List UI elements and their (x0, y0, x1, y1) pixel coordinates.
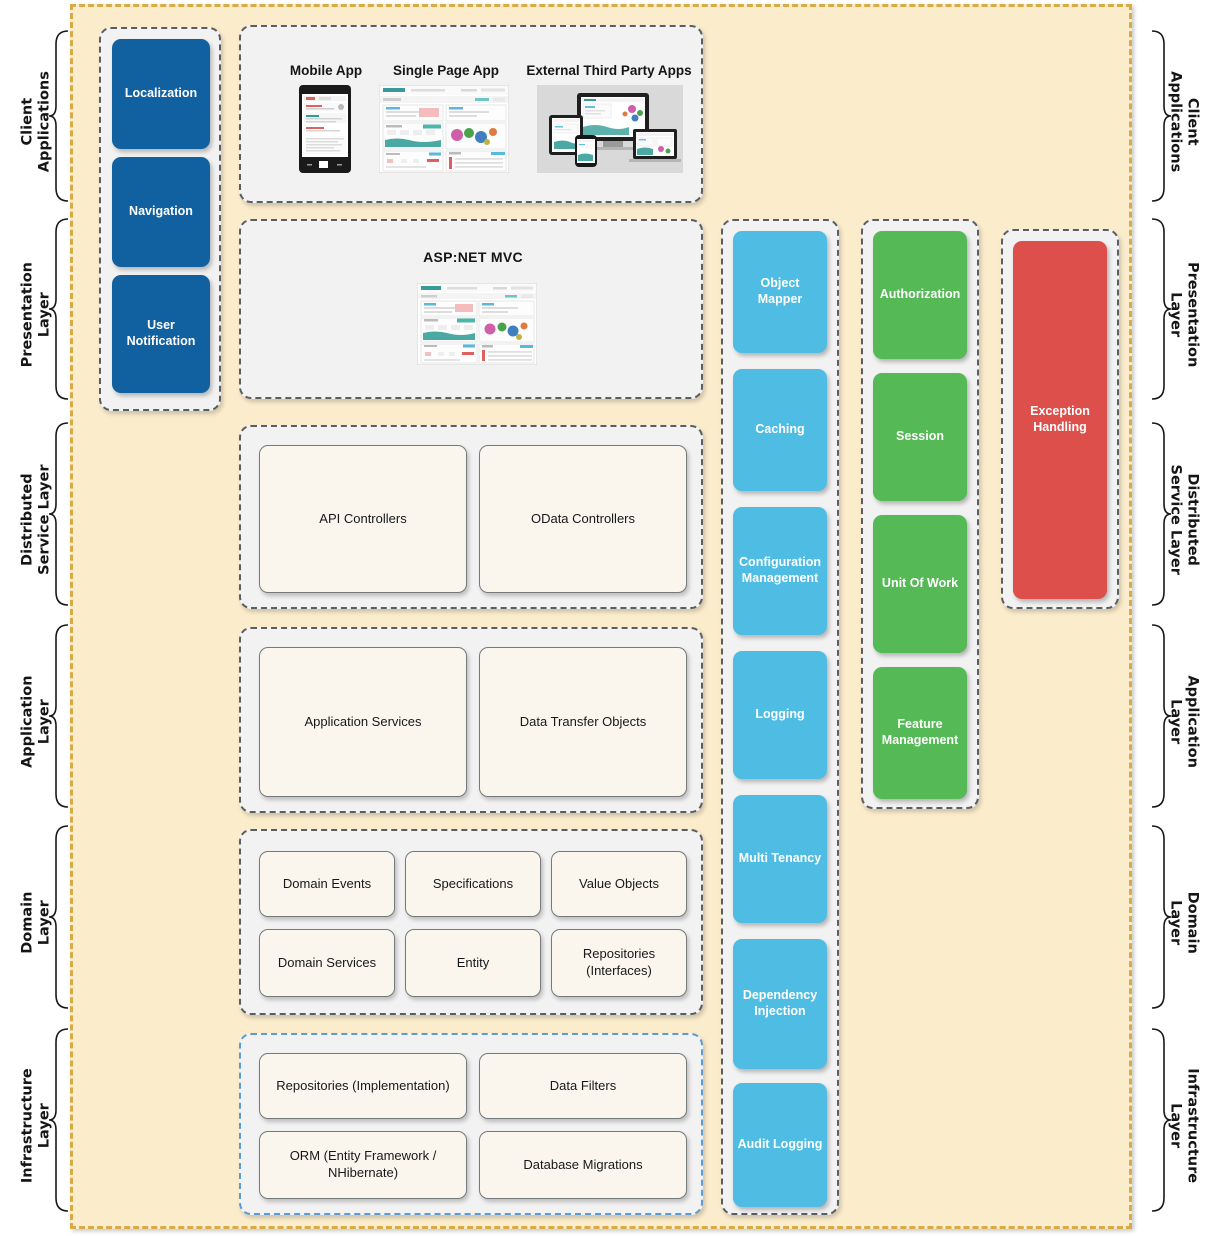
tile-object-mapper[interactable]: Object Mapper (733, 231, 827, 353)
left-brace-presentation-layer (48, 218, 69, 400)
tile-repositories-interfaces[interactable]: Repositories (Interfaces) (551, 929, 687, 997)
tile-domain-events[interactable]: Domain Events (259, 851, 395, 917)
presentation-layer-group: ASP:NET MVC (239, 219, 703, 399)
right-layer-label-distributed-service-layer: Distributed Service Layer (1168, 464, 1201, 575)
domain-layer-group: Domain Events Specifications Value Objec… (239, 829, 703, 1015)
left-layer-label-presentation-layer: Presentation Layer (19, 262, 52, 368)
tile-data-transfer-objects[interactable]: Data Transfer Objects (479, 647, 687, 797)
right-layer-label-application-layer: Application Layer (1168, 675, 1201, 768)
application-layer-group: Application Services Data Transfer Objec… (239, 627, 703, 813)
right-brace-domain-layer (1151, 825, 1172, 1009)
left-layer-label-domain-layer: Domain Layer (19, 891, 52, 954)
tile-application-services[interactable]: Application Services (259, 647, 467, 797)
left-layer-label-client-applications: Client Applications (19, 71, 52, 173)
left-brace-distributed-service-layer (48, 422, 69, 606)
client-app-label-external-third-party-apps: External Third Party Apps (526, 63, 692, 78)
tile-specifications[interactable]: Specifications (405, 851, 541, 917)
left-layer-label-infrastructure-layer: Infrastructure Layer (19, 1068, 52, 1184)
tile-orm[interactable]: ORM (Entity Framework / NHibernate) (259, 1131, 467, 1199)
tile-database-migrations[interactable]: Database Migrations (479, 1131, 687, 1199)
right-brace-application-layer (1151, 624, 1172, 808)
tile-repositories-implementation[interactable]: Repositories (Implementation) (259, 1053, 467, 1119)
infrastructure-layer-group: Repositories (Implementation) Data Filte… (239, 1033, 703, 1215)
client-applications-group: Mobile App (239, 25, 703, 203)
external-third-party-apps-screenshot (537, 85, 683, 173)
right-layer-label-infrastructure-layer: Infrastructure Layer (1168, 1068, 1201, 1184)
right-brace-client-applications (1151, 30, 1172, 202)
tile-feature-management[interactable]: Feature Management (873, 667, 967, 799)
tile-api-controllers[interactable]: API Controllers (259, 445, 467, 593)
tile-exception-handling[interactable]: Exception Handling (1013, 241, 1107, 599)
tile-value-objects[interactable]: Value Objects (551, 851, 687, 917)
tile-logging[interactable]: Logging (733, 651, 827, 779)
tile-multi-tenancy[interactable]: Multi Tenancy (733, 795, 827, 923)
aspnet-mvc-screenshot (417, 283, 537, 365)
left-layer-label-application-layer: Application Layer (19, 675, 52, 768)
navy-column-group: Localization Navigation User Notificatio… (99, 27, 221, 411)
green-column-group: Authorization Session Unit Of Work Featu… (861, 219, 979, 809)
presentation-layer-title: ASP:NET MVC (423, 249, 523, 265)
left-brace-client-applications (48, 30, 69, 202)
tile-odata-controllers[interactable]: OData Controllers (479, 445, 687, 593)
tile-caching[interactable]: Caching (733, 369, 827, 491)
tile-session[interactable]: Session (873, 373, 967, 501)
left-brace-application-layer (48, 624, 69, 808)
left-brace-infrastructure-layer (48, 1028, 69, 1212)
red-column-group: Exception Handling (1001, 229, 1119, 609)
right-brace-infrastructure-layer (1151, 1028, 1172, 1212)
tile-dependency-injection[interactable]: Dependency Injection (733, 939, 827, 1069)
tile-data-filters[interactable]: Data Filters (479, 1053, 687, 1119)
tile-user-notification[interactable]: User Notification (112, 275, 210, 393)
right-layer-label-domain-layer: Domain Layer (1168, 891, 1201, 954)
single-page-app-screenshot (379, 85, 509, 173)
tile-localization[interactable]: Localization (112, 39, 210, 149)
tile-audit-logging[interactable]: Audit Logging (733, 1083, 827, 1207)
tile-domain-services[interactable]: Domain Services (259, 929, 395, 997)
right-layer-label-presentation-layer: Presentation Layer (1168, 262, 1201, 368)
cyan-column-group: Object Mapper Caching Configuration Mana… (721, 219, 839, 1215)
tile-authorization[interactable]: Authorization (873, 231, 967, 359)
left-brace-domain-layer (48, 825, 69, 1009)
right-brace-presentation-layer (1151, 218, 1172, 400)
left-layer-label-distributed-service-layer: Distributed Service Layer (19, 464, 52, 575)
mobile-app-screenshot (299, 85, 351, 173)
diagram-canvas: Localization Navigation User Notificatio… (70, 4, 1132, 1229)
distributed-service-layer-group: API Controllers OData Controllers (239, 425, 703, 609)
client-app-label-single-page-app: Single Page App (392, 63, 500, 78)
tile-entity[interactable]: Entity (405, 929, 541, 997)
tile-configuration-management[interactable]: Configuration Management (733, 507, 827, 635)
right-brace-distributed-service-layer (1151, 422, 1172, 606)
client-app-label-mobile-app: Mobile App (289, 63, 363, 78)
tile-navigation[interactable]: Navigation (112, 157, 210, 267)
tile-unit-of-work[interactable]: Unit Of Work (873, 515, 967, 653)
right-layer-label-client-applications: Client Applications (1168, 71, 1201, 173)
